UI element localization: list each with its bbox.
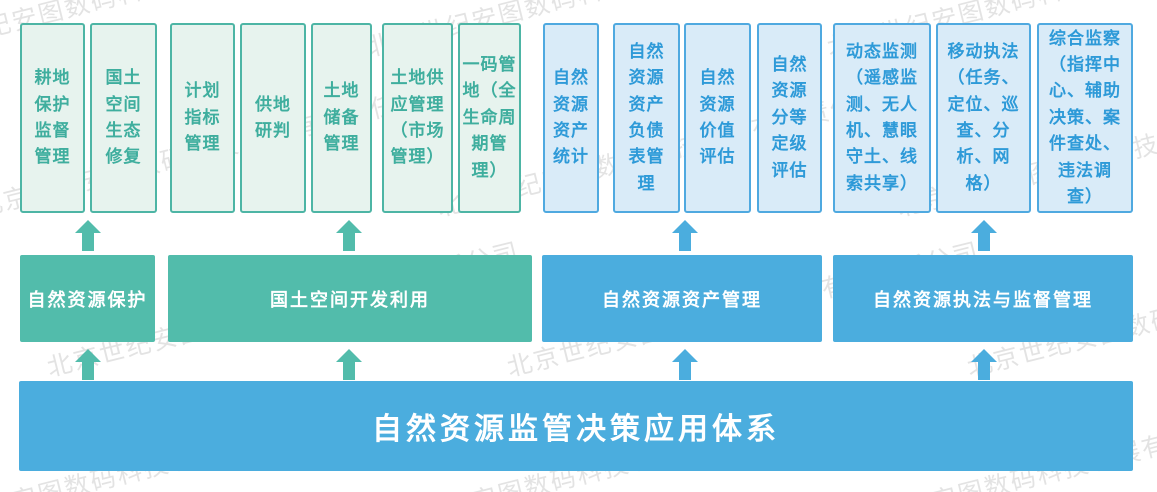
module-box-1-3: 土地供应管理（市场管理）: [382, 23, 453, 213]
module-box-3-0: 动态监测（遥感监测、无人机、慧眼守土、线索共享）: [833, 23, 931, 213]
up-arrow-icon: [671, 349, 699, 380]
module-label: 综合监察（指挥中心、辅助决策、案件查处、违法调查）: [1049, 28, 1121, 207]
module-label: 耕地保护监督管理: [34, 68, 71, 168]
category-label: 国土空间开发利用: [270, 289, 430, 311]
module-label: 自然资源资产统计: [553, 68, 589, 168]
module-box-0-1: 国土空间生态修复: [90, 23, 157, 213]
module-label: 计划指标管理: [184, 81, 221, 155]
title-banner: 自然资源监管决策应用体系: [19, 381, 1133, 471]
up-arrow-icon: [970, 220, 998, 251]
module-box-2-1: 自然资源资产负债表管理: [613, 23, 680, 213]
up-arrow-icon: [74, 349, 102, 380]
module-label: 土地供应管理（市场管理）: [390, 68, 445, 168]
category-box-2: 自然资源资产管理: [542, 255, 822, 342]
module-box-1-0: 计划指标管理: [170, 23, 235, 213]
module-label: 自然资源分等定级评估: [771, 55, 808, 181]
module-label: 供地研判: [255, 94, 291, 141]
up-arrow-icon: [74, 220, 102, 251]
module-box-0-0: 耕地保护监督管理: [20, 23, 85, 213]
module-label: 自然资源资产负债表管理: [628, 41, 665, 194]
module-label: 土地储备管理: [323, 81, 360, 155]
up-arrow-icon: [970, 349, 998, 380]
diagram-title: 自然资源监管决策应用体系: [372, 412, 780, 447]
module-box-2-3: 自然资源分等定级评估: [757, 23, 822, 213]
module-box-3-2: 综合监察（指挥中心、辅助决策、案件查处、违法调查）: [1037, 23, 1133, 213]
module-label: 一码管地（全生命周期管理）: [462, 55, 517, 181]
up-arrow-icon: [335, 349, 363, 380]
module-label: 动态监测（遥感监测、无人机、慧眼守土、线索共享）: [846, 41, 918, 194]
module-box-3-1: 移动执法（任务、定位、巡查、分析、网格）: [936, 23, 1031, 213]
up-arrow-icon: [335, 220, 363, 251]
module-box-1-2: 土地储备管理: [311, 23, 372, 213]
category-label: 自然资源执法与监督管理: [873, 289, 1093, 311]
module-box-1-1: 供地研判: [240, 23, 306, 213]
category-label: 自然资源资产管理: [602, 289, 762, 311]
module-box-1-4: 一码管地（全生命周期管理）: [458, 23, 521, 213]
module-label: 自然资源价值评估: [699, 68, 736, 168]
module-box-2-0: 自然资源资产统计: [543, 23, 599, 213]
module-box-2-2: 自然资源价值评估: [684, 23, 751, 213]
category-label: 自然资源保护: [27, 289, 148, 311]
category-box-1: 国土空间开发利用: [168, 255, 532, 342]
category-box-3: 自然资源执法与监督管理: [833, 255, 1133, 342]
category-box-0: 自然资源保护: [20, 255, 155, 342]
module-label: 移动执法（任务、定位、巡查、分析、网格）: [947, 41, 1020, 194]
module-label: 国土空间生态修复: [105, 68, 142, 168]
up-arrow-icon: [671, 220, 699, 251]
